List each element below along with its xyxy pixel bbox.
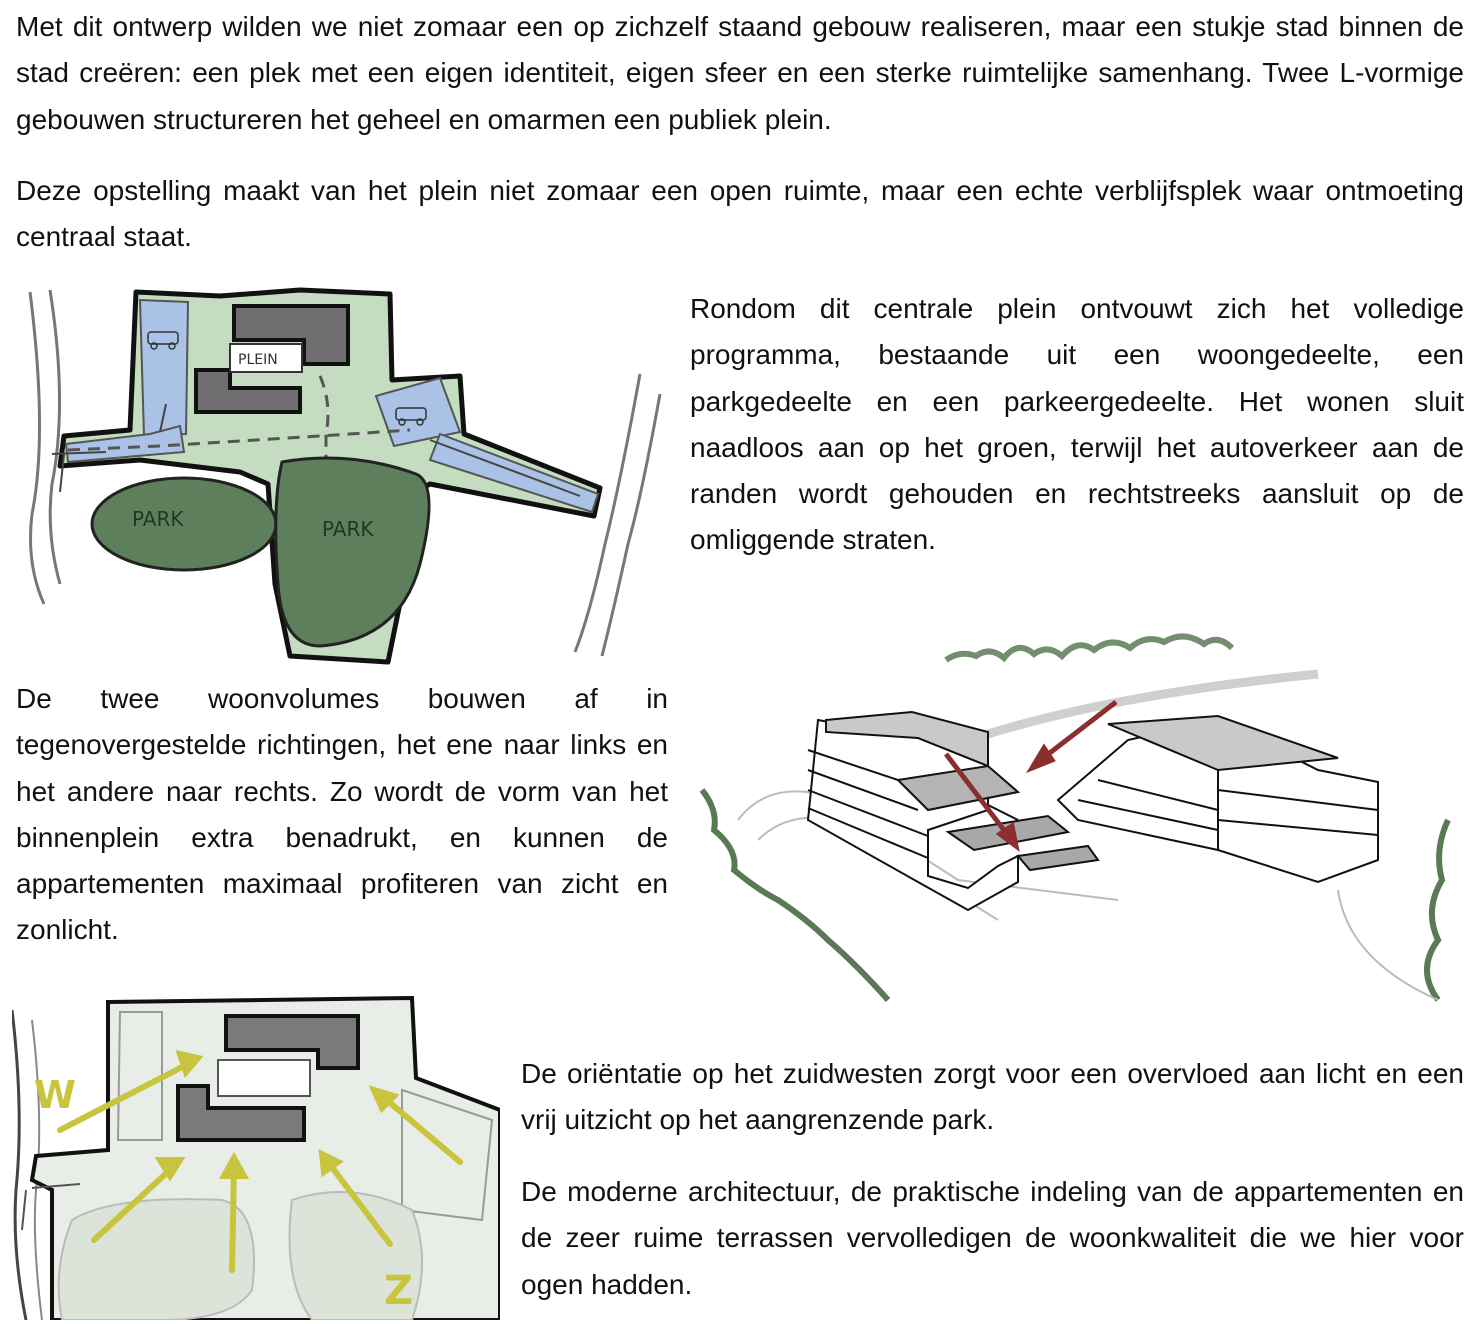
- sun-arrow: [57, 1049, 463, 1273]
- south-label: Z: [384, 1268, 413, 1314]
- park-right-label: PARK: [322, 517, 374, 541]
- park-left: [90, 476, 278, 572]
- access-arrow: [31, 1183, 81, 1189]
- building-bottom: [176, 1084, 306, 1142]
- left-street: [28, 291, 46, 605]
- park-left: [57, 1198, 255, 1320]
- plein-area: [217, 1059, 311, 1097]
- volumes-paragraph: De twee woonvolumes bouwen af in tegenov…: [16, 683, 668, 946]
- walking-path: [67, 428, 411, 452]
- park-right: [274, 456, 431, 648]
- square-paragraph: Deze opstelling maakt van het plein niet…: [16, 175, 1464, 253]
- building-top: [232, 304, 350, 366]
- park-left-label: PARK: [132, 507, 184, 531]
- intro-paragraph: Met dit ontwerp wilden we niet zomaar ee…: [16, 11, 1464, 135]
- car-icon: [395, 407, 427, 426]
- building-top: [224, 1014, 360, 1070]
- tree-line-top: [944, 633, 1235, 663]
- traffic-arrow: [51, 451, 107, 455]
- parking-left: [138, 298, 190, 438]
- left-street: [12, 1009, 28, 1320]
- parking-access-right: [428, 432, 600, 514]
- program-paragraph: Rondom dit centrale plein ontvouwt zich …: [690, 293, 1464, 556]
- plein-label: PLEIN: [238, 352, 278, 368]
- right-street: [573, 373, 642, 653]
- car-icon: [147, 331, 179, 350]
- plein-label-box: [229, 343, 303, 373]
- parking-right: [374, 376, 462, 448]
- orientation-paragraph: De oriëntatie op het zuidwesten zorgt vo…: [521, 1058, 1464, 1136]
- orientation-sketch: W Z: [12, 995, 500, 1320]
- architecture-paragraph: De moderne architectuur, de praktische i…: [521, 1176, 1464, 1300]
- building-left: [806, 710, 1100, 912]
- west-label: W: [34, 1073, 76, 1117]
- tree-line-right: [1424, 818, 1451, 1002]
- wind-arrow: [944, 700, 1118, 852]
- site-plan-sketch: PLEIN PARK PARK: [28, 287, 662, 665]
- building-right: [1056, 714, 1379, 884]
- tree-line-left: [699, 788, 891, 1002]
- massing-sketch: [699, 633, 1451, 1002]
- shadow-line: [986, 669, 1319, 739]
